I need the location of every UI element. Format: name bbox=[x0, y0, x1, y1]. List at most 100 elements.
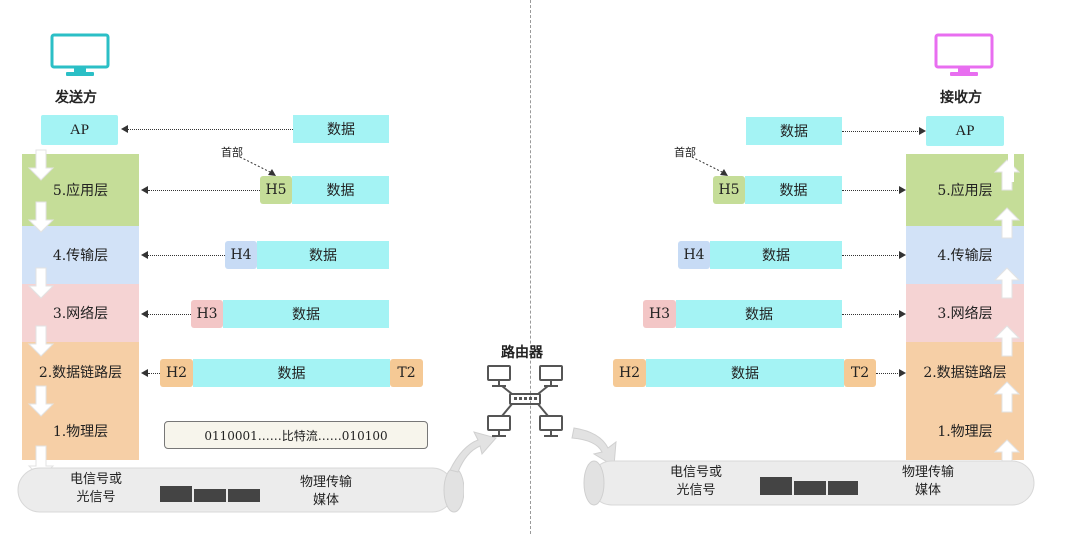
sender-h3-box: H3 bbox=[191, 300, 223, 328]
receiver-h4-label: H4 bbox=[683, 247, 705, 263]
receiver-ap-arrow-line bbox=[842, 131, 920, 132]
receiver-h2-label: H2 bbox=[618, 365, 641, 381]
receiver-signal-line2: 光信号 bbox=[676, 483, 716, 498]
receiver-ap-arrowhead bbox=[919, 127, 926, 135]
sender-h3-data: 数据 bbox=[223, 300, 389, 328]
receiver-h5-box: H5 bbox=[713, 176, 745, 204]
sender-h4-data: 数据 bbox=[257, 241, 389, 269]
receiver-layer-physical-label: 1.物理层 bbox=[937, 424, 993, 440]
sender-h3-arrow-line bbox=[148, 314, 191, 315]
receiver-h5-label: H5 bbox=[718, 182, 740, 198]
sender-ap-label: AP bbox=[69, 121, 90, 138]
receiver-t2-label: T2 bbox=[850, 365, 870, 381]
data-label: 数据 bbox=[326, 183, 355, 199]
router-title: 路由器 bbox=[501, 345, 543, 361]
sender-header-pointer bbox=[239, 156, 276, 176]
data-label: 数据 bbox=[292, 307, 320, 323]
receiver-h2-arrow-line bbox=[876, 373, 900, 374]
sender-transmission-medium bbox=[17, 467, 464, 513]
sender-ap-data: 数据 bbox=[293, 115, 389, 143]
data-label: 数据 bbox=[309, 248, 337, 264]
sender-layer-datalink-label: 2.数据链路层 bbox=[38, 365, 123, 381]
sender-h4-label: H4 bbox=[230, 247, 252, 263]
receiver-signal-line1: 电信号或 bbox=[670, 465, 723, 480]
receiver-transmission-line1: 物理传输 bbox=[902, 465, 955, 480]
receiver-h4-box: H4 bbox=[678, 241, 710, 269]
receiver-layer-network-label: 3.网络层 bbox=[937, 306, 993, 322]
sender-h5-label: H5 bbox=[265, 182, 287, 198]
receiver-ap-label: AP bbox=[955, 122, 975, 139]
sender-header-annotation: 首部 bbox=[221, 146, 243, 159]
receiver-h2-data: 数据 bbox=[646, 359, 844, 387]
sender-h3-arrowhead bbox=[141, 310, 148, 318]
sender-h2-arrowhead bbox=[141, 369, 148, 377]
data-label: 数据 bbox=[762, 248, 790, 264]
sender-bitstream: 0110001……比特流……010100 bbox=[164, 421, 428, 449]
sender-t2-box: T2 bbox=[390, 359, 423, 387]
center-divider bbox=[530, 0, 531, 534]
receiver-h5-data: 数据 bbox=[745, 176, 842, 204]
sender-transmission-line1: 物理传输 bbox=[300, 475, 353, 490]
receiver-h3-box: H3 bbox=[643, 300, 676, 328]
sender-h4-box: H4 bbox=[225, 241, 257, 269]
receiver-h2-arrowhead bbox=[899, 369, 906, 377]
sender-transmission-line2: 媒体 bbox=[313, 493, 340, 508]
sender-to-router-arrow bbox=[449, 431, 497, 473]
bitstream-label: 0110001……比特流……010100 bbox=[204, 428, 388, 443]
sender-signal-label: 电信号或 光信号 bbox=[70, 471, 122, 507]
sender-h5-data: 数据 bbox=[292, 176, 389, 204]
sender-ap-arrow-line bbox=[128, 129, 293, 130]
receiver-title: 接收方 bbox=[940, 90, 982, 106]
sender-h2-arrow-line bbox=[148, 373, 160, 374]
receiver-h3-arrow-line bbox=[842, 314, 900, 315]
receiver-ap-box: AP bbox=[926, 116, 1004, 146]
data-label: 数据 bbox=[277, 366, 306, 382]
receiver-signal-label: 电信号或 光信号 bbox=[670, 464, 722, 500]
sender-h5-box: H5 bbox=[260, 176, 292, 204]
receiver-transmission-medium bbox=[583, 460, 1035, 506]
router-icon bbox=[487, 365, 563, 437]
sender-layer-physical-label: 1.物理层 bbox=[52, 424, 109, 440]
sender-ap-arrowhead bbox=[121, 125, 128, 133]
sender-layer-transport-label: 4.传输层 bbox=[52, 248, 109, 264]
receiver-transmission-line2: 媒体 bbox=[915, 483, 942, 498]
receiver-t2-box: T2 bbox=[844, 359, 876, 387]
data-label: 数据 bbox=[779, 183, 808, 199]
receiver-h4-arrow-line bbox=[842, 255, 900, 256]
sender-h5-arrow-line bbox=[148, 190, 260, 191]
data-label: 数据 bbox=[745, 307, 773, 323]
sender-t2-label: T2 bbox=[397, 365, 416, 381]
receiver-h4-arrowhead bbox=[899, 251, 906, 259]
sender-h4-arrow-line bbox=[148, 255, 225, 256]
sender-h2-label: H2 bbox=[165, 365, 188, 381]
receiver-layer-datalink-label: 2.数据链路层 bbox=[923, 365, 1007, 381]
router-to-receiver-arrow bbox=[571, 427, 617, 467]
sender-layer-network-label: 3.网络层 bbox=[52, 306, 109, 322]
receiver-h3-data: 数据 bbox=[676, 300, 842, 328]
sender-h4-arrowhead bbox=[141, 251, 148, 259]
receiver-h5-arrowhead bbox=[899, 186, 906, 194]
sender-ap-box: AP bbox=[41, 115, 118, 145]
receiver-computer-icon bbox=[934, 33, 994, 83]
sender-title: 发送方 bbox=[55, 90, 97, 106]
sender-h2-data: 数据 bbox=[193, 359, 390, 387]
data-label: 数据 bbox=[327, 122, 355, 138]
receiver-header-pointer bbox=[691, 156, 728, 176]
sender-layer-application-label: 5.应用层 bbox=[52, 183, 109, 199]
sender-transmission-label: 物理传输 媒体 bbox=[300, 474, 352, 510]
data-label: 数据 bbox=[731, 366, 759, 382]
receiver-layer-application-label: 5.应用层 bbox=[937, 183, 993, 199]
receiver-ap-data: 数据 bbox=[746, 117, 842, 145]
receiver-h3-label: H3 bbox=[648, 306, 671, 322]
sender-down-arrows bbox=[27, 149, 55, 479]
sender-signal-line1: 电信号或 bbox=[70, 472, 123, 487]
data-label: 数据 bbox=[780, 124, 808, 140]
receiver-h3-arrowhead bbox=[899, 310, 906, 318]
receiver-up-arrows bbox=[993, 152, 1021, 471]
receiver-h2-box: H2 bbox=[613, 359, 646, 387]
receiver-transmission-label: 物理传输 媒体 bbox=[902, 464, 954, 500]
sender-computer-icon bbox=[50, 33, 110, 83]
sender-h2-box: H2 bbox=[160, 359, 193, 387]
sender-signal-line2: 光信号 bbox=[76, 490, 116, 505]
sender-h3-label: H3 bbox=[196, 306, 218, 322]
